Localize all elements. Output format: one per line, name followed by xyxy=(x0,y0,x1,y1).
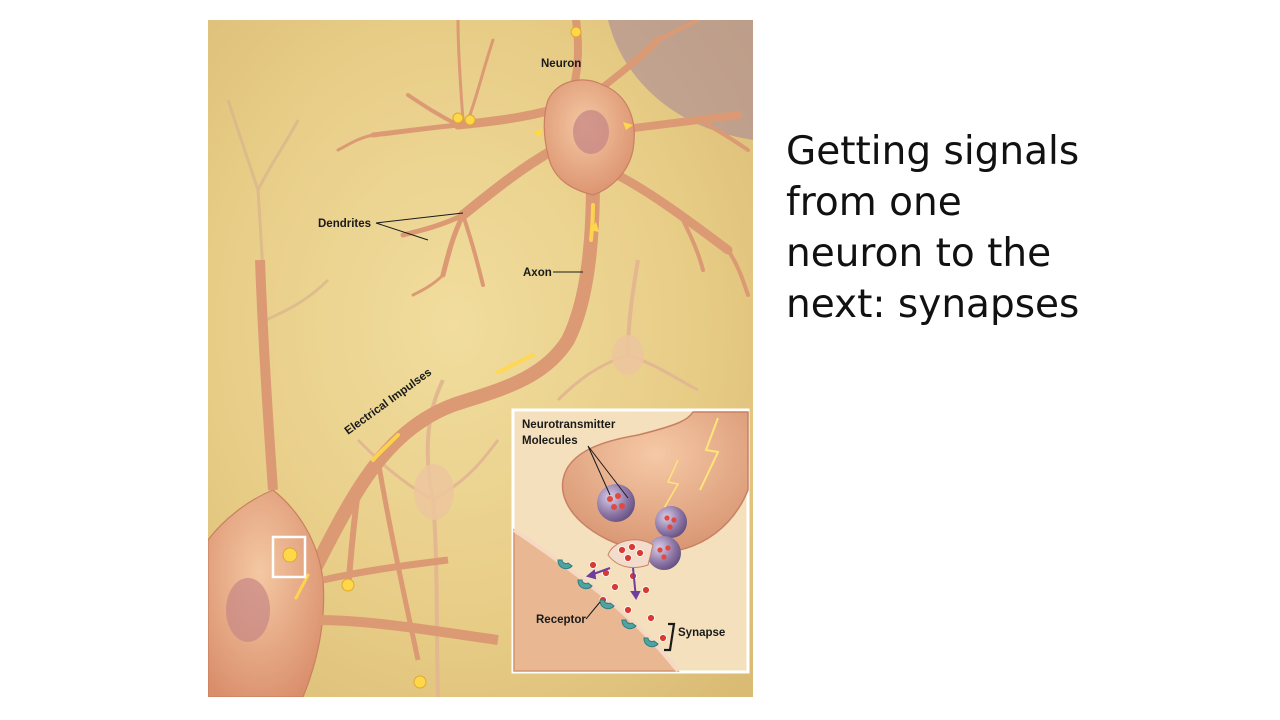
heading-line: from one xyxy=(786,180,962,225)
bottom-left-neuron-dendrite-2 xyxy=(322,556,449,584)
heading-line: neuron to the xyxy=(786,231,1052,276)
label-receptor: Receptor xyxy=(536,614,586,626)
leader-neurotransmitter xyxy=(587,445,629,499)
neuron-synapse-illustration: Neuron Dendrites Axon Electrical Impulse… xyxy=(208,20,753,697)
axon-branch-b xyxy=(375,459,421,661)
leader-receptor xyxy=(585,601,601,620)
background-neuron-right xyxy=(556,259,699,402)
neurotransmitter-vesicles xyxy=(597,484,687,570)
label-axon: Axon xyxy=(523,267,552,279)
receptors xyxy=(557,559,659,648)
bottom-left-neuron-process xyxy=(255,259,278,491)
synapse-inset: Neurotransmitter Molecules Receptor Syna… xyxy=(511,408,750,674)
synapse-bracket xyxy=(664,622,676,652)
vesicle-fusion-pocket xyxy=(607,539,654,568)
diffusion-arrows xyxy=(585,567,641,600)
bottom-left-neuron-nucleus xyxy=(226,578,270,642)
leader-dendrites xyxy=(375,212,464,241)
heading-line: Getting signals xyxy=(786,129,1080,174)
label-neurotransmitter-line1: Neurotransmitter xyxy=(522,419,616,431)
impulse-arrows xyxy=(533,122,633,232)
axon-terminals xyxy=(282,26,582,689)
bottom-left-neuron-dendrite xyxy=(317,615,499,645)
main-neuron-axon xyxy=(291,173,600,607)
main-neuron-nucleus xyxy=(573,110,609,154)
label-synapse: Synapse xyxy=(678,627,725,639)
label-neurotransmitter-line2: Molecules xyxy=(522,435,578,447)
label-neuron: Neuron xyxy=(541,58,581,70)
terminal-lightning-2 xyxy=(662,459,680,511)
label-dendrites: Dendrites xyxy=(318,218,371,230)
background-neuron-middle xyxy=(356,379,500,697)
synapse-highlight-box xyxy=(271,535,307,579)
terminal-lightning xyxy=(699,417,720,491)
heading-line: next: synapses xyxy=(786,282,1080,327)
electrical-impulse-glow xyxy=(294,203,595,600)
postsynaptic-membrane-edge xyxy=(512,528,680,673)
slide-heading: Getting signals from one neuron to the n… xyxy=(786,126,1256,330)
